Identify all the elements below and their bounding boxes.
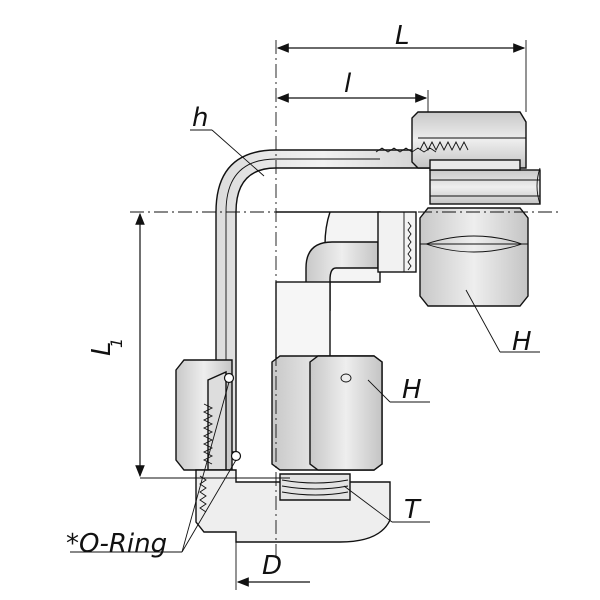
body-stem	[275, 281, 331, 359]
label-h: h	[192, 103, 208, 133]
fitting-body	[275, 211, 417, 359]
label-D: D	[262, 551, 282, 581]
label-T-leader: T	[343, 485, 430, 525]
right-hex-body	[419, 207, 529, 307]
lower-hex-nut	[271, 355, 383, 471]
o-ring-upper	[223, 372, 235, 384]
left-coupling-nut	[175, 359, 242, 471]
bottom-port	[195, 469, 391, 543]
label-H-right: H	[512, 327, 532, 357]
label-H-lower: H	[402, 375, 422, 405]
o-ring-leader: *O-Ring	[66, 381, 237, 559]
label-H-lower-leader: H	[367, 375, 430, 405]
dimension-L1: L 1	[87, 212, 145, 478]
label-o-ring: *O-Ring	[66, 529, 167, 559]
dimension-L: L	[276, 21, 527, 112]
dimension-l: l	[276, 69, 429, 112]
dimension-D: D	[235, 540, 310, 590]
label-T: T	[404, 495, 422, 525]
center-lines	[130, 40, 560, 560]
tube-right-end	[429, 169, 541, 205]
o-ring-lower	[230, 450, 242, 462]
label-L: L	[395, 21, 410, 51]
right-hex-nut	[419, 207, 529, 307]
label-L1-sub: 1	[107, 338, 126, 348]
label-H-right-leader: H	[465, 289, 540, 357]
top-nut	[375, 111, 527, 171]
label-l: l	[344, 69, 352, 99]
label-L1: L	[87, 342, 117, 357]
label-h-leader: h	[190, 103, 265, 177]
right-spigot	[377, 211, 417, 273]
